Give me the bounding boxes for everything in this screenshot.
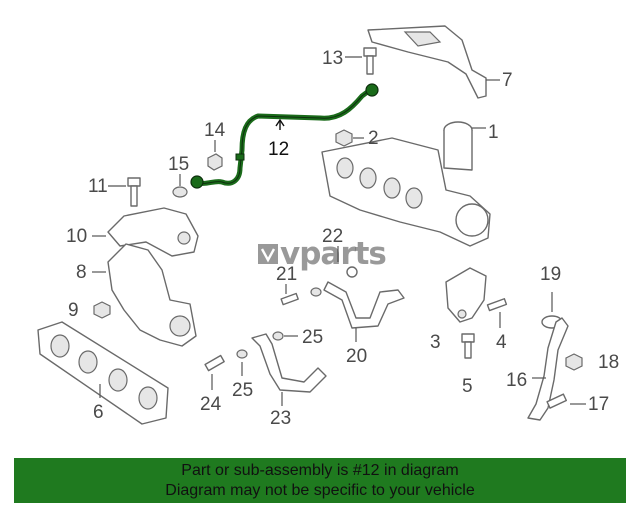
part-5-bolt [461,333,475,359]
part-6-gasket [37,321,169,425]
part-18-nut [565,353,583,371]
callout-6: 6 [93,402,104,423]
callout-12: 12 [268,139,289,160]
part-7-bracket [367,25,500,99]
banner-line-1: Part or sub-assembly is #12 in diagram [181,462,459,479]
callout-19: 19 [540,264,561,285]
part-16-coolant-pipe [527,317,569,421]
part-2-nut [335,129,364,147]
callout-23: 23 [270,408,291,429]
vparts-logo-icon [258,244,278,264]
callout-7: 7 [502,70,513,91]
part-1-turbocharger [321,121,491,247]
part-4-bolt [486,298,508,328]
part-9-nut [93,301,111,319]
callout-3: 3 [430,332,441,353]
callout-1: 1 [488,122,499,143]
callout-25-lower: 25 [232,380,253,401]
part-22-ring [337,246,358,278]
vparts-watermark: vparts [258,236,388,272]
part-12-oil-pipe [190,83,379,189]
banner-line-2: Diagram may not be specific to your vehi… [165,482,475,499]
info-banner: Part or sub-assembly is #12 in diagram D… [14,458,626,503]
part-20-return-pipe [323,281,405,342]
callout-8: 8 [76,262,87,283]
part-25-washer-upper [272,331,298,341]
callout-18: 18 [598,352,619,373]
part-10-heat-shield [92,207,199,257]
callout-9: 9 [68,300,79,321]
callout-16: 16 [506,370,527,391]
callout-2: 2 [368,128,379,149]
part-3-bracket [445,267,487,323]
part-17-bolt [546,393,586,409]
callout-11: 11 [88,176,108,197]
watermark-text: vparts [280,236,387,272]
part-13-bolt [345,47,377,75]
callout-5: 5 [462,376,473,397]
callout-20: 20 [346,346,367,367]
callout-22: 22 [322,226,343,247]
callout-25-upper: 25 [302,327,323,348]
part-25-washer-lower [236,349,248,376]
part-23-pipe [251,333,327,406]
callout-13: 13 [322,48,343,69]
callout-17: 17 [588,394,609,415]
part-24-bolt [204,354,225,390]
part-11-stud [108,177,141,207]
part-8-heat-shield [92,243,197,347]
part-14-washer [207,140,223,171]
callout-10: 10 [66,226,87,247]
callout-24: 24 [200,394,222,415]
callout-21: 21 [276,264,297,285]
callout-14: 14 [204,120,226,141]
part-15-washer [172,174,188,198]
callout-15: 15 [168,154,189,175]
part-21-bolt [280,284,322,306]
callout-4: 4 [496,332,507,353]
parts-diagram: 1 2 3 4 5 6 7 8 9 10 11 12 13 14 15 16 1… [37,25,619,429]
